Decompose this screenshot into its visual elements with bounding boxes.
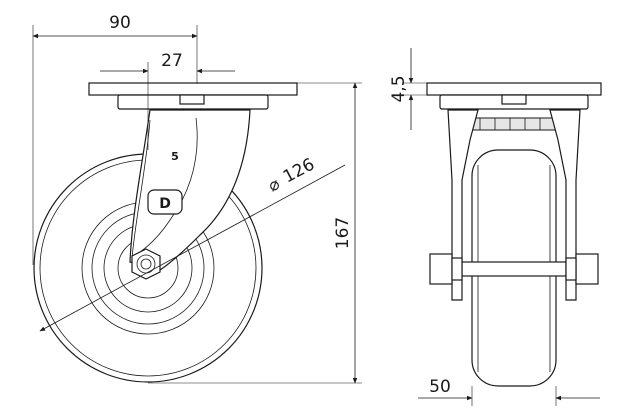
dim-diameter-symbol: ⌀ — [265, 174, 283, 196]
fork-leg-right — [549, 109, 581, 301]
axle-nut-side — [131, 248, 161, 280]
dim-27-label: 27 — [161, 51, 183, 71]
dim-167-label: 167 — [333, 217, 353, 249]
front-view — [426, 82, 602, 387]
fork-leg-left — [447, 109, 479, 301]
side-view: D 5 — [33, 82, 346, 383]
logo-letter: D — [159, 196, 171, 212]
dim-4-5-label: 4,5 — [389, 75, 409, 102]
dim-50-label: 50 — [429, 377, 451, 397]
dim-wheel-width: 50 — [418, 377, 600, 406]
diameter-leader — [39, 164, 346, 332]
dim-wheel-diameter: ⌀ 126 — [265, 155, 318, 197]
fork-side — [129, 109, 251, 271]
logo-plaque: D — [147, 189, 183, 215]
dim-total-height: 167 — [148, 82, 362, 384]
dim-overall-width: 90 — [32, 13, 198, 265]
top-plate-front — [426, 82, 602, 96]
axle-nut-right — [575, 253, 599, 285]
top-plate-side — [88, 82, 298, 110]
dim-90-label: 90 — [109, 13, 131, 33]
swivel-bearing — [469, 117, 559, 131]
axle-nut-left — [429, 253, 453, 285]
swivel-mark: 5 — [171, 150, 179, 163]
dim-mount-offset: 27 — [100, 51, 235, 150]
dim-plate-thickness: 4,5 — [389, 48, 427, 130]
